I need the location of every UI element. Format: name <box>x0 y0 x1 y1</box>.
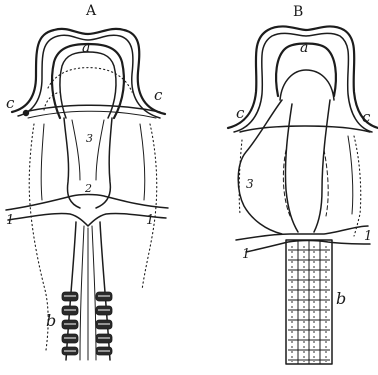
figure-b-inner-dome <box>280 70 334 100</box>
figure-b-right-flank-solid <box>348 136 353 214</box>
figure-a-label-c-left: c <box>6 94 15 112</box>
figure-b-label-1-left: 1 <box>242 247 250 262</box>
figure-b-body-left-2 <box>285 104 298 232</box>
figure-a-central-body-inner-right <box>96 120 104 180</box>
figure-b-label-c-right: c <box>362 108 371 126</box>
figure-b-left-flank <box>239 140 242 214</box>
figure-b-transverse-band <box>240 126 370 132</box>
figure-a-c-dot <box>23 110 29 116</box>
figure-a-tail-inner-left <box>80 226 84 360</box>
figure-b-body-dashed-2 <box>324 150 328 216</box>
figure-b-label-1-right: 1 <box>364 229 372 244</box>
figure-a-label-b: b <box>46 311 56 330</box>
figure-b-crossbar-top <box>236 226 368 240</box>
figure-b-label-b: b <box>336 289 346 308</box>
figure-b-label-c-left: c <box>236 104 245 122</box>
figure-a-label-a: a <box>82 40 90 56</box>
figure-a-central-body-inner-left <box>72 120 80 180</box>
figure-b: B a c c 3 1 1 b <box>228 4 378 364</box>
figure-a-inner-loop-2 <box>60 52 116 118</box>
figure-a-segments <box>62 292 112 355</box>
figure-b-label-a: a <box>300 40 308 56</box>
figure-a-label-c-right: c <box>154 86 163 104</box>
figure-b-column-divider <box>298 240 320 364</box>
figure-a-tail-inner-right <box>92 226 96 360</box>
figure-a-title: A <box>85 3 97 19</box>
figure-a: A <box>6 3 168 360</box>
figure-a-label-2: 2 <box>84 182 92 195</box>
figure-b-body-right <box>314 100 330 232</box>
figure-a-label-3: 3 <box>86 132 93 145</box>
figure-a-label-1-right: 1 <box>146 213 154 228</box>
figure-b-label-3: 3 <box>246 177 254 191</box>
figure-a-right-flank-solid <box>140 124 145 200</box>
figure-b-right-flank <box>354 136 361 236</box>
figure-a-transverse-band-2 <box>28 111 156 118</box>
figure-a-left-flank-solid <box>41 124 44 200</box>
figure-b-title: B <box>293 4 303 20</box>
figure-a-label-1-left: 1 <box>6 213 14 228</box>
